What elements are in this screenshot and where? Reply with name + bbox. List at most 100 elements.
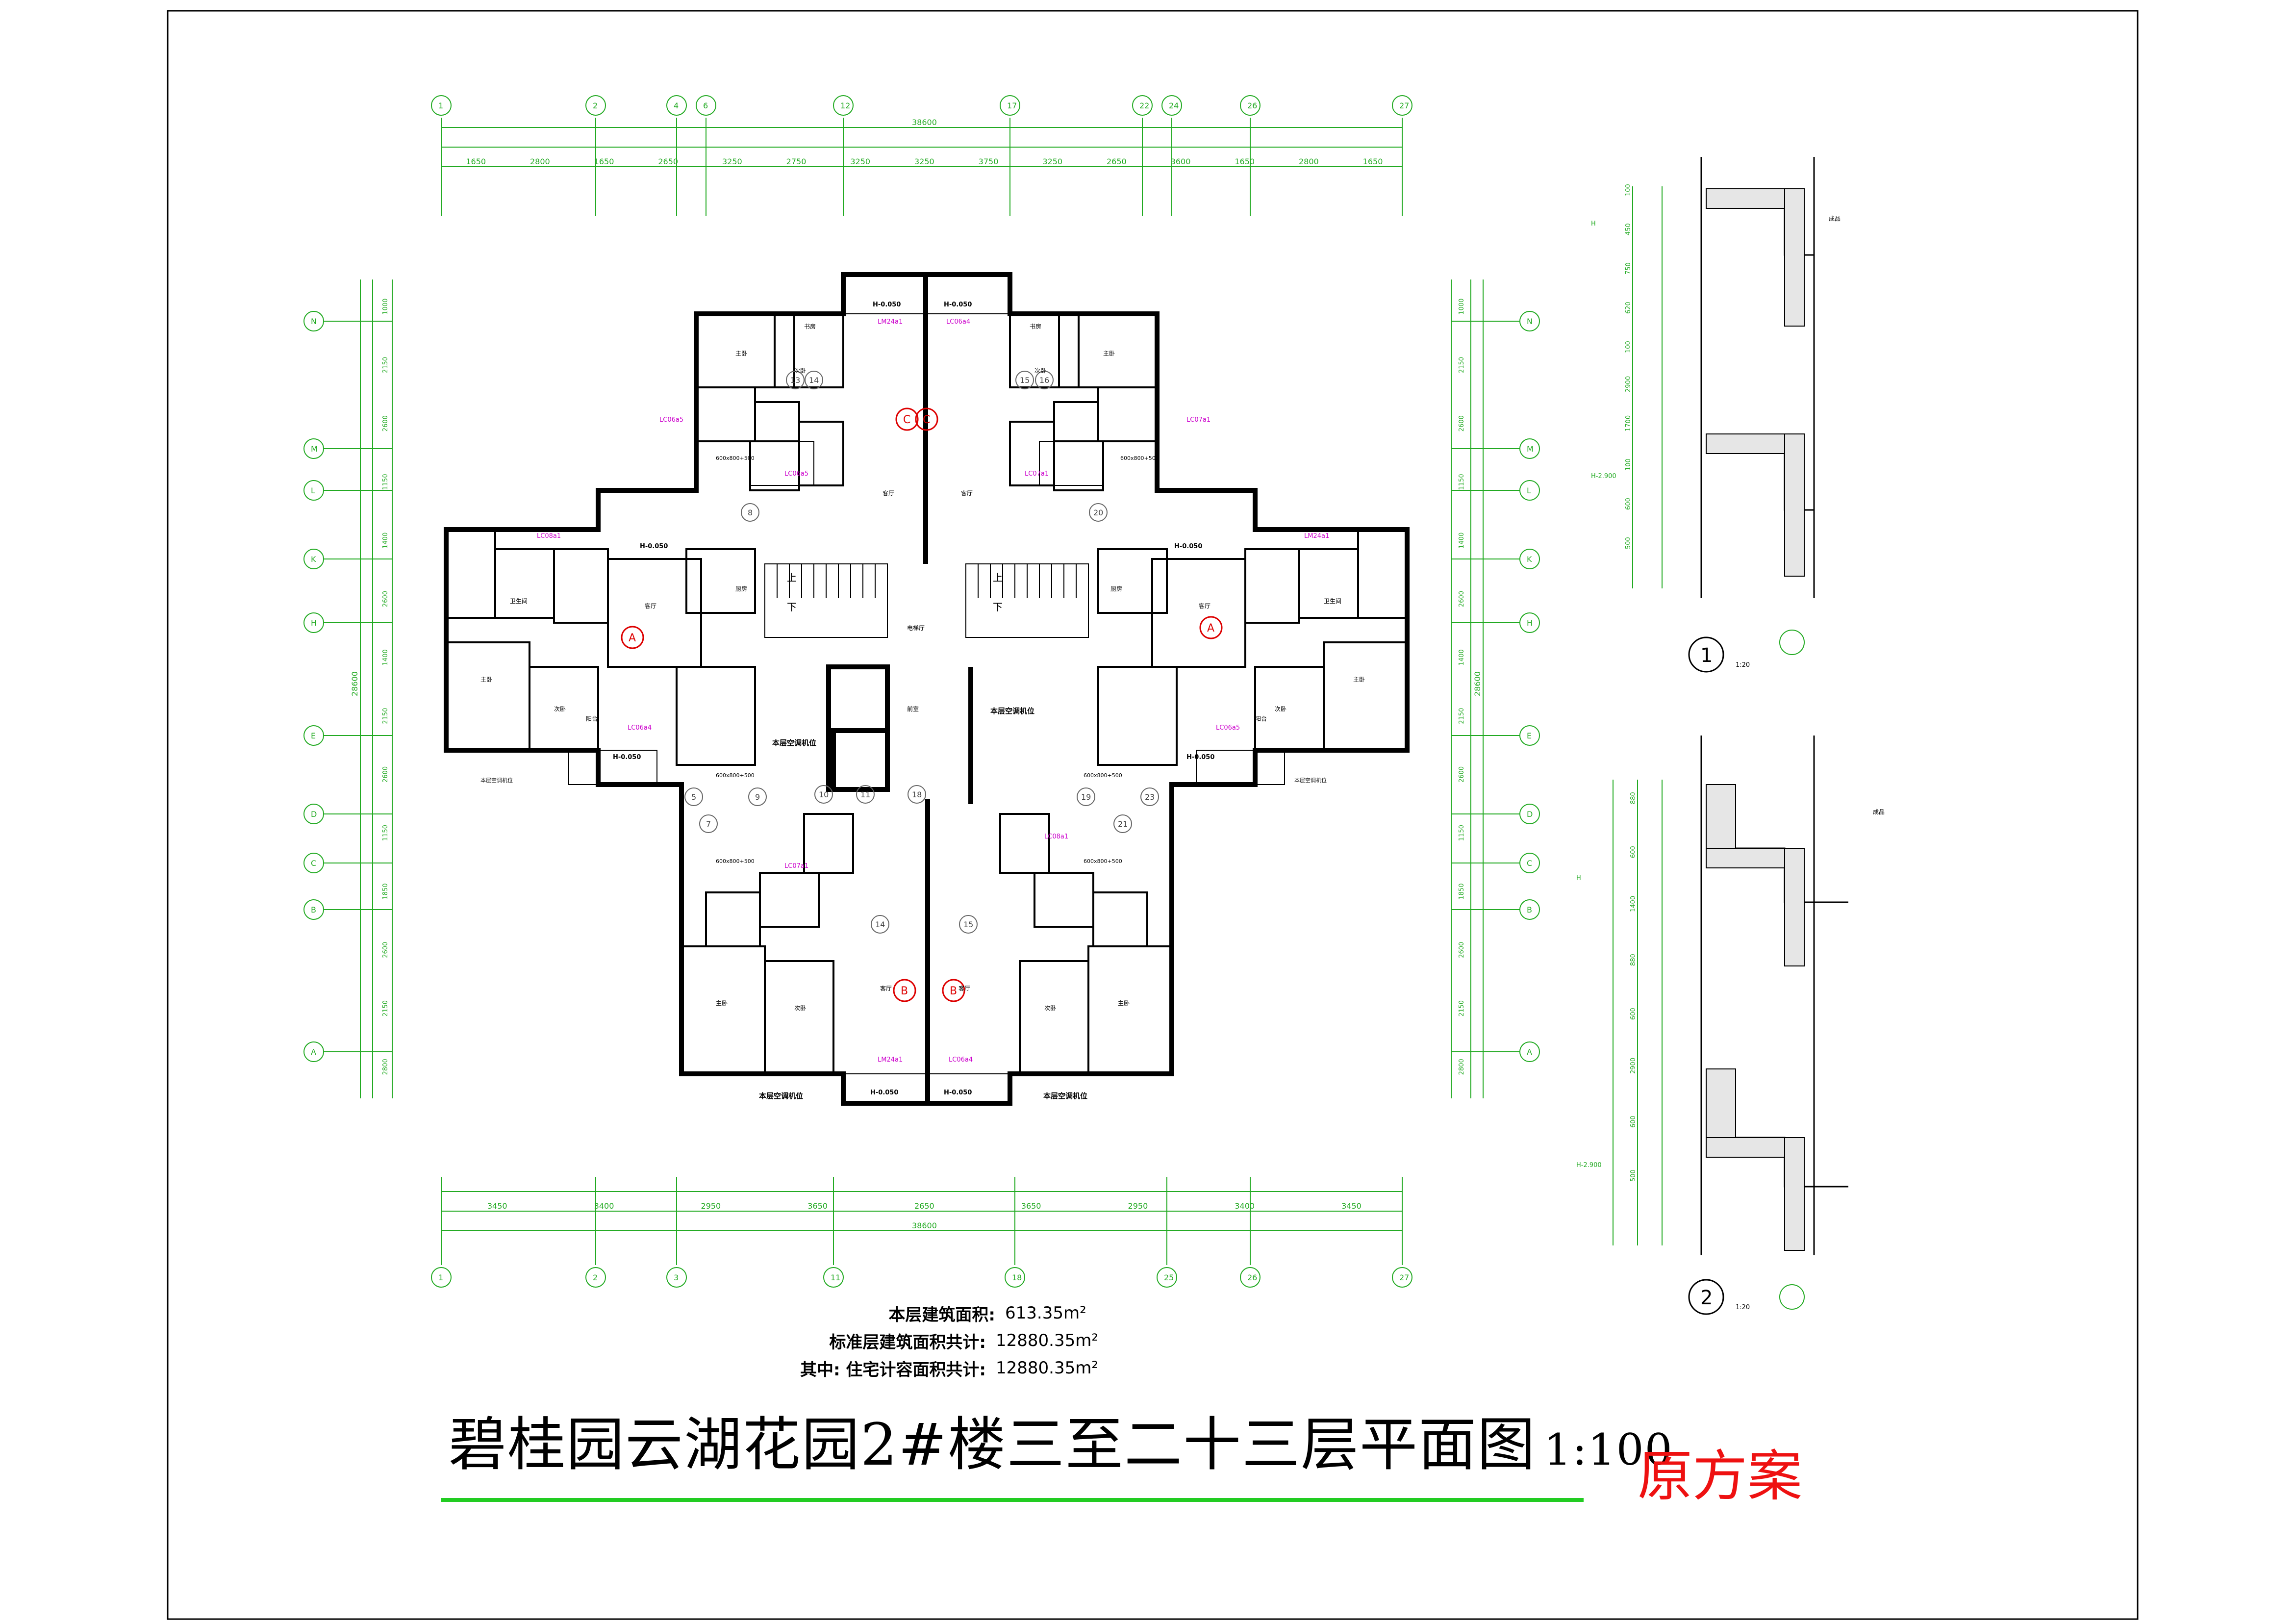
area-row: 本层建筑面积: 613.35m²	[765, 1299, 1098, 1327]
area-value: 613.35m²	[1005, 1303, 1086, 1323]
room-label: 阳台	[1255, 715, 1267, 722]
unit-number: 15	[963, 920, 973, 929]
axis-bubble	[823, 1267, 844, 1288]
stair-down-label: 下	[787, 601, 797, 613]
stair-up-label: 上	[787, 572, 797, 584]
dim-text: 1400	[382, 533, 389, 549]
axis-label: H	[1527, 618, 1533, 628]
axis-bubble	[1519, 804, 1540, 824]
drawing-title-text: 碧桂园云湖花园2#楼三至二十三层平面图	[449, 1411, 1536, 1478]
axis-bubble	[585, 1267, 606, 1288]
detail-dim: 1700	[1625, 415, 1632, 431]
room-label: 客厅	[961, 489, 973, 497]
dim-text: 1650	[1235, 157, 1255, 166]
unit-number: 21	[1118, 819, 1128, 829]
unit-number-circle	[684, 787, 703, 806]
detail-1-level: H-2.900	[1591, 473, 1616, 480]
detail-dim: 100	[1625, 458, 1632, 471]
level-label: H-0.050	[1186, 754, 1214, 761]
interior-partitions	[445, 313, 1408, 1075]
dim-text: 2600	[1458, 591, 1465, 607]
detail-dim: 100	[1625, 341, 1632, 353]
room-label: 客厅	[958, 985, 970, 992]
axis-bubble	[1519, 1041, 1540, 1062]
window-tag: LM24a1	[878, 1056, 903, 1064]
axis-bubble	[1392, 95, 1412, 116]
axis-bubble	[1519, 480, 1540, 501]
axis-label: 3	[674, 1273, 679, 1282]
scheme-label: 原方案	[1638, 1445, 1802, 1508]
axis-bubble	[1519, 549, 1540, 569]
dim-text: 2650	[658, 157, 678, 166]
window-tag: LC07a1	[784, 863, 808, 870]
axis-label: B	[311, 905, 316, 914]
axis-label: B	[1527, 905, 1532, 914]
dim-text: 2650	[1107, 157, 1127, 166]
level-label: H-0.050	[1174, 543, 1202, 550]
axis-bubble	[1519, 853, 1540, 873]
unit-number-circle	[748, 787, 767, 806]
detail-dim: 1400	[1630, 896, 1637, 912]
room-label: 前室	[907, 705, 919, 712]
window-tag: LC06a5	[784, 470, 808, 478]
detail-dim: 600	[1630, 1116, 1637, 1128]
unit-number: 5	[691, 792, 696, 802]
detail-2-scale: 1:20	[1736, 1304, 1750, 1311]
axis-bubble	[303, 311, 324, 331]
unit-number-circle	[856, 785, 875, 804]
ac-platform-label: 本层空调机位	[1294, 777, 1327, 784]
window-tag: LC08a1	[1044, 833, 1068, 840]
axis-label: 18	[1012, 1273, 1022, 1282]
axis-label: 1	[438, 1273, 443, 1282]
axis-bubble	[1519, 438, 1540, 459]
dim-text: 1650	[594, 157, 614, 166]
axis-bubble	[303, 438, 324, 459]
detail-1: 1 1:20 H H-2.900 成品 10045075062010029001…	[1591, 157, 1841, 673]
dim-text: 2950	[1128, 1201, 1148, 1211]
axis-bubble	[1392, 1267, 1412, 1288]
axis-bubble	[1519, 725, 1540, 746]
dim-text: 1400	[1458, 533, 1465, 549]
dim-text: 2800	[382, 1059, 389, 1075]
axis-label: E	[311, 731, 316, 740]
axis-label: L	[311, 486, 315, 495]
dim-text: 2800	[530, 157, 550, 166]
ac-platform-label: 本层空调机位	[990, 707, 1034, 715]
drawing-scale: 1:100	[1543, 1424, 1673, 1475]
detail-dim: 600	[1630, 846, 1637, 858]
dim-total: 38600	[912, 1221, 937, 1230]
window-tag: LM24a1	[1304, 533, 1329, 540]
unit-number-circle	[741, 503, 759, 522]
axis-bubble	[1519, 899, 1540, 920]
level-label: H-0.050	[640, 543, 668, 550]
axis-label: A	[311, 1047, 316, 1057]
detail-1-level-marker	[1779, 630, 1805, 655]
room-label: 卫生间	[1324, 598, 1341, 605]
unit-marker-letter: C	[923, 414, 930, 426]
detail-dim: 2900	[1630, 1058, 1637, 1074]
dim-text: 2600	[382, 766, 389, 783]
axis-bubble	[431, 1267, 452, 1288]
dim-total: 28600	[350, 671, 359, 696]
axis-label: 25	[1164, 1273, 1174, 1282]
detail-2-level-marker	[1779, 1284, 1805, 1310]
dim-text: 2650	[914, 1201, 934, 1211]
axis-bubble	[666, 1267, 687, 1288]
detail-1-number: 1	[1700, 644, 1713, 667]
room-label: 厨房	[735, 585, 747, 592]
room-label: 次卧	[1034, 367, 1046, 374]
dim-text: 1850	[1458, 883, 1465, 899]
area-value: 12880.35m²	[996, 1331, 1098, 1350]
room-label: 次卧	[554, 706, 566, 712]
room-label: 客厅	[1199, 602, 1211, 609]
ac-platform-label: 本层空调机位	[772, 738, 816, 747]
axis-bubble	[303, 899, 324, 920]
unit-marker-circle	[942, 979, 965, 1002]
dim-text: 3250	[722, 157, 742, 166]
axis-label: 26	[1247, 1273, 1257, 1282]
axis-bubble	[1005, 1267, 1025, 1288]
detail-1-note: 成品	[1829, 215, 1841, 222]
